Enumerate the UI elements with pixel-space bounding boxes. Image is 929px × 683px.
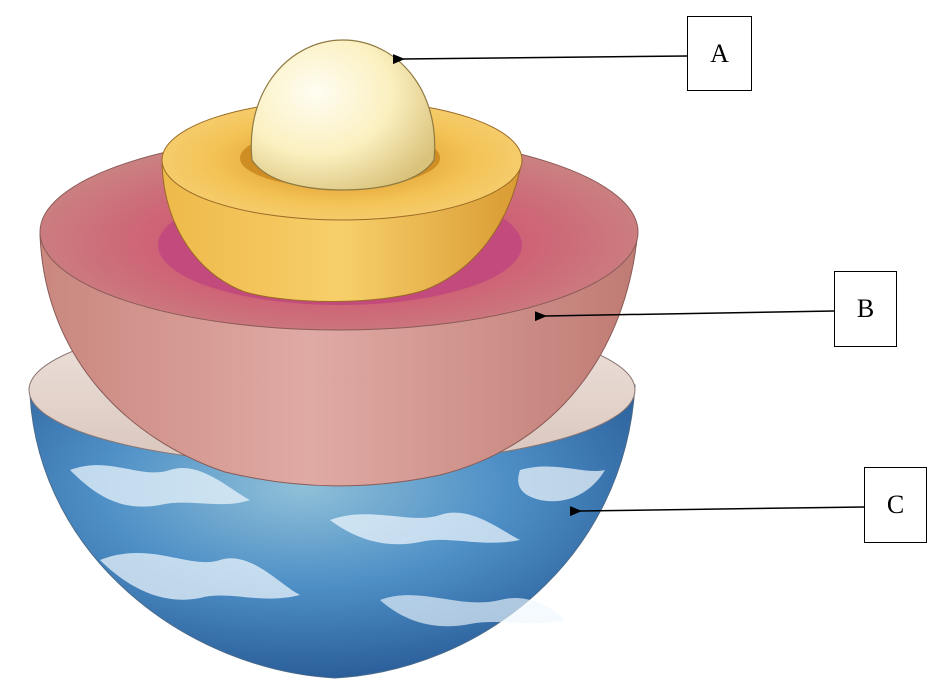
label-a: A bbox=[687, 16, 752, 91]
arrow-a bbox=[403, 56, 687, 59]
label-b: B bbox=[834, 271, 897, 347]
label-c: C bbox=[864, 467, 927, 543]
arrow-c bbox=[580, 507, 864, 511]
inner-core-layer bbox=[251, 40, 434, 190]
